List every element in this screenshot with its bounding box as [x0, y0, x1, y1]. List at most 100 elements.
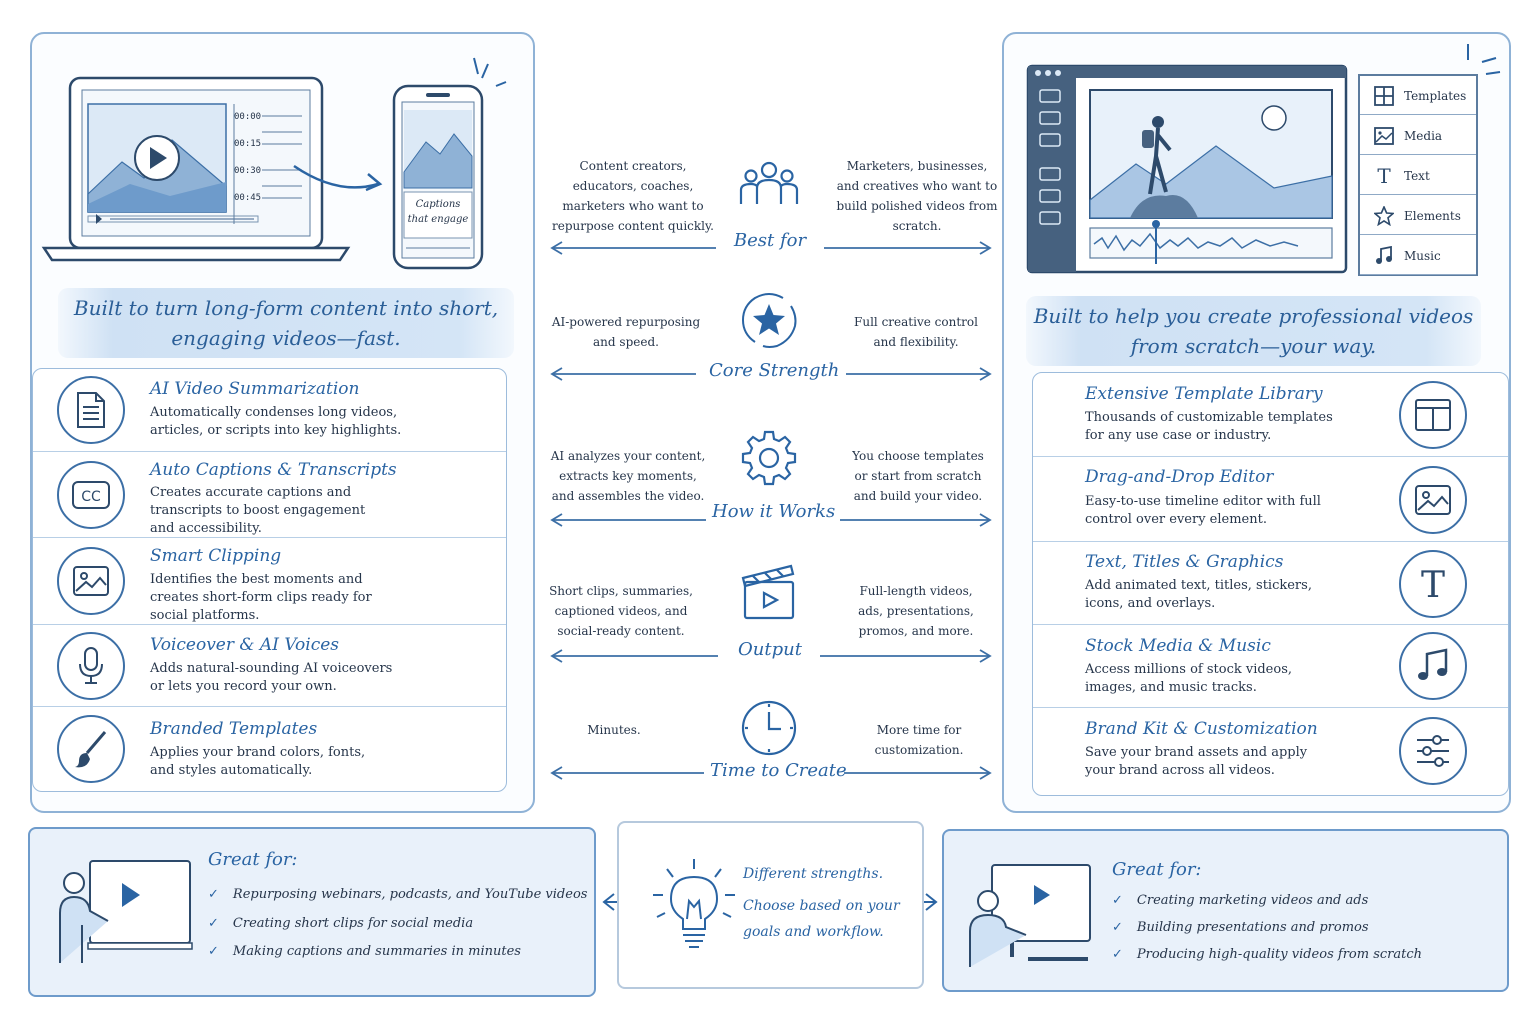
microphone-icon [57, 632, 125, 700]
timestamp: 00:15 [234, 139, 262, 149]
music-note-icon [1399, 632, 1467, 700]
grid-icon [1374, 85, 1394, 106]
list-item: ✓Producing high-quality videos from scra… [1112, 947, 1422, 962]
feature-desc: Adds natural-sounding AI voiceovers or l… [150, 661, 393, 694]
svg-text:T: T [1421, 566, 1445, 602]
editor-illustration [1026, 64, 1348, 274]
comparison-right-text: You choose templates or start from scrat… [852, 449, 984, 503]
presenter-icon [59, 860, 193, 963]
clapperboard-icon [741, 564, 795, 620]
star-outline-icon [1374, 205, 1394, 226]
phone-illustration [392, 57, 507, 270]
tool-label: Text [1404, 168, 1430, 183]
image-icon [1399, 466, 1467, 534]
list-item: T Text, Titles & Graphics Add animated t… [1033, 542, 1508, 625]
comparison-left-text: Minutes. [587, 723, 641, 737]
tool-music[interactable]: Music [1360, 237, 1476, 275]
template-icon [1399, 381, 1467, 449]
comparison-right-text: Full-length videos, ads, presentations, … [858, 584, 974, 638]
tool-elements[interactable]: Elements [1360, 197, 1476, 235]
feature-title: Stock Media & Music [1085, 636, 1271, 656]
list-item: ✓Repurposing webinars, podcasts, and You… [208, 887, 588, 902]
document-icon [57, 376, 125, 444]
svg-text:T: T [1377, 166, 1391, 186]
bottom-left-box: Great for: ✓Repurposing webinars, podcas… [28, 827, 596, 997]
cc-icon: CC [57, 461, 125, 529]
comparison-label: How it Works [706, 501, 836, 522]
gear-icon [741, 430, 797, 486]
tool-label: Music [1404, 248, 1441, 263]
timestamp: 00:30 [234, 166, 262, 176]
timestamp: 00:45 [234, 193, 262, 203]
check-icon: ✓ [1112, 920, 1123, 935]
left-feature-list: AI Video Summarization Automatically con… [32, 368, 507, 792]
timestamp: 00:00 [234, 112, 262, 122]
feature-title: Extensive Template Library [1085, 384, 1323, 404]
comparison-right-text: Marketers, businesses, and creatives who… [836, 159, 998, 233]
presenter-icon [969, 864, 1091, 967]
lightbulb-icon [653, 859, 735, 948]
left-banner: Built to turn long-form content into sho… [58, 288, 514, 358]
list-item: AI Video Summarization Automatically con… [33, 369, 506, 452]
list-item: ✓Creating marketing videos and ads [1112, 893, 1369, 908]
check-icon: ✓ [208, 944, 219, 959]
image-clip-icon [57, 547, 125, 615]
phone-caption: Captions that engage [407, 199, 469, 225]
editor-tool-panel [1358, 74, 1478, 276]
strengths-note: goals and workflow. [743, 924, 884, 940]
laptop-illustration [41, 76, 351, 262]
comparison-label: Time to Create [704, 760, 847, 781]
list-item: Extensive Template Library Thousands of … [1033, 373, 1508, 457]
comparison-label: Output [722, 639, 818, 660]
feature-desc: Save your brand assets and apply your br… [1085, 745, 1308, 778]
comparison-left-text: AI-powered repurposing and speed. [551, 315, 701, 349]
comparison-arrows [550, 241, 992, 780]
music-note-icon [1376, 245, 1392, 264]
list-item: Drag-and-Drop Editor Easy-to-use timelin… [1033, 457, 1508, 542]
star-icon [741, 293, 797, 348]
tool-label: Media [1404, 128, 1443, 143]
tool-templates[interactable]: Templates [1360, 77, 1476, 115]
tool-text[interactable]: T Text [1360, 157, 1476, 195]
feature-title: Drag-and-Drop Editor [1085, 467, 1274, 487]
comparison-right-text: More time for customization. [874, 723, 964, 757]
feature-desc: Thousands of customizable templates for … [1085, 410, 1333, 443]
clock-icon [741, 700, 797, 756]
comparison-left-text: Short clips, summaries, captioned videos… [549, 584, 693, 638]
list-item: Stock Media & Music Access millions of s… [1033, 625, 1508, 708]
feature-title: Voiceover & AI Voices [150, 635, 340, 655]
feature-title: Brand Kit & Customization [1085, 719, 1318, 739]
feature-desc: Add animated text, titles, stickers, ico… [1085, 578, 1312, 611]
bottom-right-box: Great for: ✓Creating marketing videos an… [942, 829, 1509, 992]
check-icon: ✓ [208, 887, 219, 902]
feature-desc: Easy-to-use timeline editor with full co… [1085, 494, 1321, 527]
sliders-icon [1399, 717, 1467, 785]
check-icon: ✓ [1112, 947, 1123, 962]
strengths-note: Choose based on your [743, 898, 900, 914]
list-item: ✓Building presentations and promos [1112, 920, 1369, 935]
great-for-title: Great for: [208, 849, 298, 870]
check-icon: ✓ [1112, 893, 1123, 908]
list-item: Voiceover & AI Voices Adds natural-sound… [33, 625, 506, 707]
comparison-left-text: Content creators, educators, coaches, ma… [551, 159, 714, 233]
feature-desc: Access millions of stock videos, images,… [1085, 662, 1293, 695]
strengths-note: Different strengths. [743, 866, 884, 882]
paintbrush-icon [57, 715, 125, 783]
comparison-label: Best for [716, 230, 824, 251]
sparkle-icon [1467, 44, 1501, 75]
check-icon: ✓ [208, 916, 219, 931]
feature-title: Auto Captions & Transcripts [150, 460, 397, 480]
svg-text:CC: CC [81, 489, 101, 505]
right-banner: Built to help you create professional vi… [1026, 296, 1481, 366]
feature-desc: Applies your brand colors, fonts, and st… [150, 745, 366, 778]
list-item: Branded Templates Applies your brand col… [33, 707, 506, 791]
list-item: ✓Creating short clips for social media [208, 916, 474, 931]
people-icon [739, 161, 799, 204]
bottom-middle-box: Different strengths. Choose based on you… [617, 821, 924, 989]
great-for-title: Great for: [1112, 859, 1202, 880]
image-icon [1374, 126, 1394, 145]
tool-media[interactable]: Media [1360, 117, 1476, 155]
list-item: ✓Making captions and summaries in minute… [208, 944, 521, 959]
right-feature-list: Extensive Template Library Thousands of … [1032, 372, 1509, 796]
arrow-right-icon [293, 164, 383, 192]
